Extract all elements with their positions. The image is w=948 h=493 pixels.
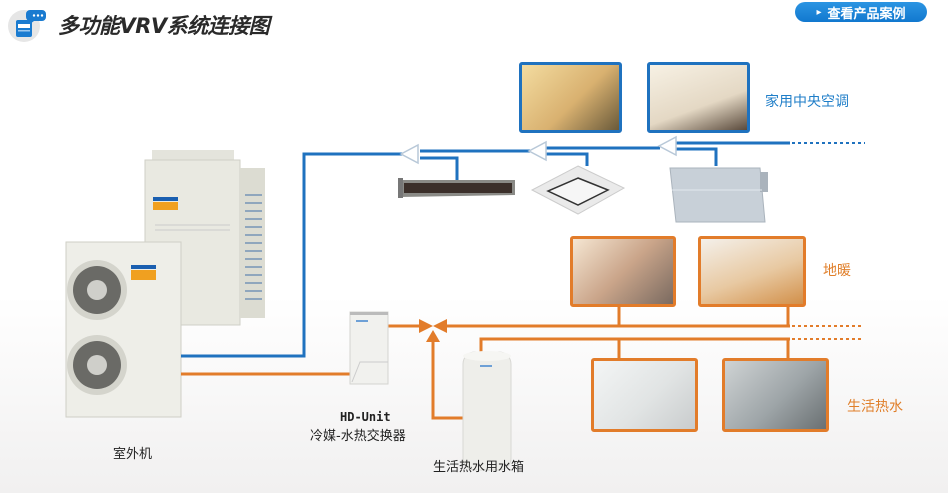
- photo-bedroom-room: [647, 62, 750, 133]
- photo-bath-shower: [591, 358, 698, 432]
- view-cases-button[interactable]: ▸ 查看产品案例: [795, 2, 927, 22]
- chevron-right-icon: ▸: [816, 6, 822, 18]
- photo-living-room: [519, 62, 622, 133]
- label-floor-heating: 地暖: [823, 263, 851, 279]
- label-domestic-hot-water: 生活热水: [847, 399, 903, 415]
- page-title: 多功能VRV系统连接图: [58, 14, 270, 38]
- cassette-unit: [530, 165, 626, 215]
- view-cases-label: 查看产品案例: [827, 6, 906, 22]
- label-hd-unit: HD-Unit: [340, 410, 391, 424]
- refrigerant-lines: [181, 141, 790, 358]
- floor-standing-unit: [669, 167, 768, 223]
- label-hd-unit-desc: 冷媒-水热交换器: [310, 429, 406, 444]
- branch-arrow-icon: [399, 143, 419, 165]
- branch-arrows: [399, 135, 677, 165]
- label-water-tank: 生活热水用水箱: [433, 460, 525, 475]
- water-tank: [462, 351, 512, 471]
- photo-baby-with-blocks: [698, 236, 806, 307]
- photo-kitchen-sink: [722, 358, 829, 432]
- label-outdoor-unit: 室外机: [113, 447, 153, 462]
- branch-arrow-icon: [527, 140, 547, 162]
- water-extensions: [792, 325, 862, 340]
- photo-family-playing: [570, 236, 676, 307]
- ducted-unit: [398, 178, 515, 198]
- three-way-valve-icon: [419, 319, 447, 342]
- hd-unit: [349, 311, 389, 385]
- branch-arrow-icon: [657, 135, 677, 157]
- label-home-central-ac: 家用中央空调: [765, 94, 849, 110]
- outdoor-unit-small: [65, 241, 182, 418]
- outdoor-unit-chat-icon: [8, 10, 46, 42]
